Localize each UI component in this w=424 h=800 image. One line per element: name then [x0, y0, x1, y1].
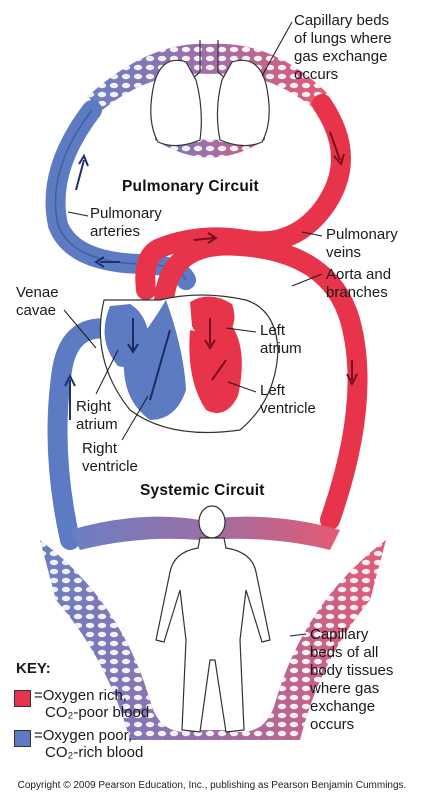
lungs-capillary-label: Capillary beds of lungs where gas exchan…	[294, 12, 392, 84]
venae-cavae-label: Venae cavae	[16, 284, 59, 320]
left-ventricle-label: Left ventricle	[260, 382, 316, 418]
aorta-vessel	[154, 235, 368, 530]
aorta-label: Aorta and branches	[326, 266, 391, 302]
label-line: of lungs where	[294, 30, 392, 47]
key-line: Oxygen poor,	[42, 727, 132, 744]
label-line: ventricle	[260, 400, 316, 417]
flow-arrows	[64, 153, 120, 420]
key-equals: =	[34, 727, 43, 744]
label-line: Left	[260, 382, 286, 399]
flow-arrows-red	[193, 131, 358, 387]
key-equals: =	[34, 687, 43, 704]
label-line: branches	[326, 284, 388, 301]
key-line: Oxygen rich,	[42, 687, 127, 704]
key-title: KEY:	[16, 660, 51, 677]
label-line: beds of all	[310, 644, 379, 661]
label-line: atrium	[260, 340, 302, 357]
label-line: atrium	[76, 416, 118, 433]
label-line: Left	[260, 322, 286, 339]
key-line: CO₂-rich blood	[45, 744, 144, 761]
oxygen-rich-swatch	[14, 690, 31, 707]
label-line: Right	[82, 440, 118, 457]
label-line: gas exchange	[294, 48, 388, 65]
label-line: Pulmonary	[326, 226, 398, 243]
right-ventricle	[123, 300, 186, 420]
pulmonary-veins-label: Pulmonary veins	[326, 226, 398, 262]
left-ventricle	[189, 326, 242, 413]
label-line: occurs	[294, 66, 339, 83]
left-atrium-label: Left atrium	[260, 322, 302, 358]
label-line: Right	[76, 398, 112, 415]
systemic-circuit-title: Systemic Circuit	[140, 482, 265, 499]
label-line: occurs	[310, 716, 355, 733]
label-line: ventricle	[82, 458, 138, 475]
label-line: Capillary beds	[294, 12, 390, 29]
label-line: Pulmonary	[90, 205, 162, 222]
body-capillary-label: Capillary beds of all body tissues where…	[310, 626, 393, 734]
right-atrium-label: Right atrium	[76, 398, 118, 434]
human-body-icon	[155, 505, 271, 733]
label-line: arteries	[90, 223, 141, 240]
label-line: body tissues	[310, 662, 394, 679]
key-text: =Oxygen poor, CO₂-rich blood	[34, 727, 143, 761]
copyright-text: Copyright © 2009 Pearson Education, Inc.…	[17, 780, 407, 791]
venae-cavae-vessel	[47, 318, 126, 550]
key-text: =Oxygen rich, CO₂-poor blood	[34, 687, 149, 721]
label-line: where gas	[310, 680, 380, 697]
oxygen-poor-swatch	[14, 730, 31, 747]
heart	[99, 294, 279, 434]
label-line: Aorta and	[326, 266, 392, 283]
leader-lines	[63, 21, 323, 637]
pulmonary-circuit-title: Pulmonary Circuit	[122, 178, 259, 195]
lung-capillary-bed	[88, 43, 330, 158]
right-ventricle-label: Right ventricle	[82, 440, 138, 476]
label-line: cavae	[16, 302, 57, 319]
label-line: veins	[326, 244, 362, 261]
key-line: CO₂-poor blood	[45, 704, 150, 721]
pulmonary-arteries-label: Pulmonary arteries	[90, 205, 162, 241]
pulmonary-artery-vessel	[45, 100, 196, 290]
label-line: exchange	[310, 698, 376, 715]
label-line: Venae	[16, 284, 59, 301]
label-line: Capillary	[310, 626, 369, 643]
lungs-icon	[150, 40, 270, 147]
